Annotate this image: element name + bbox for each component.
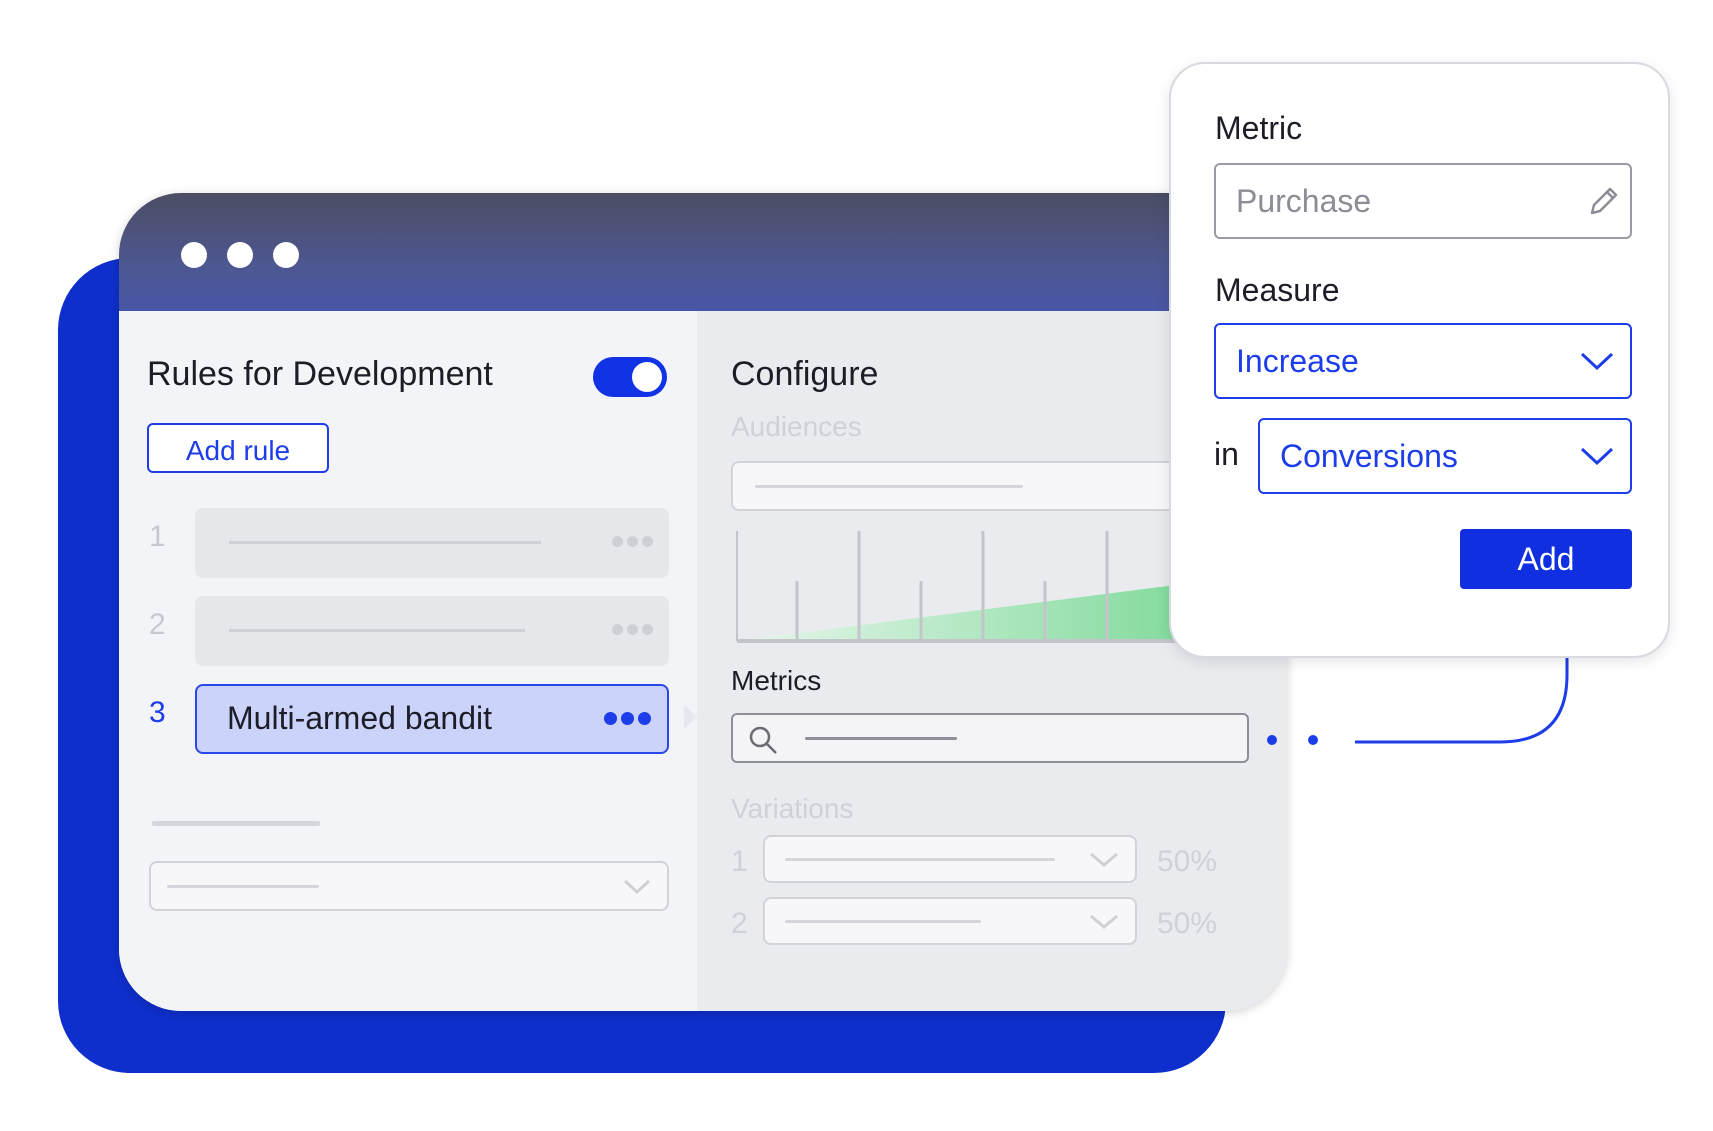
metrics-search-input[interactable]: [731, 713, 1249, 763]
rule-number: 2: [149, 608, 166, 641]
selection-pointer: [684, 705, 697, 729]
rule-row[interactable]: [195, 508, 669, 578]
rule-label: Multi-armed bandit: [227, 700, 492, 736]
metric-placeholder: Purchase: [1236, 183, 1372, 219]
rules-toggle[interactable]: [593, 357, 667, 397]
variation-number: 2: [731, 907, 748, 940]
more-icon[interactable]: [604, 712, 651, 725]
metric-label: Metric: [1215, 110, 1303, 146]
rule-number: 3: [149, 696, 166, 729]
in-select[interactable]: Conversions: [1258, 418, 1632, 494]
toggle-knob: [632, 362, 662, 392]
placeholder-select[interactable]: [149, 861, 669, 911]
title-bar: [119, 193, 1287, 311]
placeholder-line: [167, 885, 319, 888]
search-icon: [749, 726, 777, 754]
more-icon[interactable]: [612, 536, 653, 547]
placeholder-line: [152, 821, 320, 826]
window-dot[interactable]: [181, 242, 207, 268]
in-label: in: [1214, 436, 1239, 472]
placeholder-line: [755, 485, 1023, 488]
variation-select[interactable]: [763, 897, 1137, 945]
placeholder-line: [785, 920, 981, 923]
audiences-label: Audiences: [731, 411, 862, 442]
measure-label: Measure: [1215, 272, 1340, 308]
variation-select[interactable]: [763, 835, 1137, 883]
rules-pane: Rules for Development Add rule 1 2 3 Mul…: [119, 311, 697, 1011]
rule-row[interactable]: [195, 596, 669, 666]
more-icon[interactable]: [612, 624, 653, 635]
add-rule-button[interactable]: Add rule: [147, 423, 329, 473]
rules-title: Rules for Development: [147, 355, 493, 393]
pencil-icon[interactable]: [1586, 185, 1620, 219]
metric-popup: Metric Purchase Measure Increase in Conv…: [1169, 62, 1670, 658]
add-metric-button[interactable]: Add: [1460, 529, 1632, 589]
in-value: Conversions: [1280, 438, 1458, 474]
placeholder-line: [785, 858, 1055, 861]
metric-input[interactable]: Purchase: [1214, 163, 1632, 239]
configure-title: Configure: [731, 355, 879, 393]
placeholder-line: [229, 541, 541, 544]
placeholder-line: [229, 629, 525, 632]
chevron-down-icon: [1580, 447, 1614, 466]
measure-value: Increase: [1236, 343, 1359, 379]
variation-number: 1: [731, 845, 748, 878]
rule-row-selected[interactable]: Multi-armed bandit: [195, 684, 669, 754]
variation-percent: 50%: [1157, 845, 1218, 878]
metrics-label: Metrics: [731, 665, 822, 696]
chevron-down-icon: [623, 879, 651, 895]
app-window: Rules for Development Add rule 1 2 3 Mul…: [119, 193, 1287, 1011]
variation-percent: 50%: [1157, 907, 1218, 940]
chevron-down-icon: [1090, 914, 1118, 929]
window-dot[interactable]: [273, 242, 299, 268]
chevron-down-icon: [1580, 352, 1614, 371]
rule-number: 1: [149, 520, 166, 553]
variations-label: Variations: [731, 793, 854, 824]
placeholder-line: [805, 737, 957, 740]
window-dot[interactable]: [227, 242, 253, 268]
chevron-down-icon: [1090, 852, 1118, 867]
measure-select[interactable]: Increase: [1214, 323, 1632, 399]
